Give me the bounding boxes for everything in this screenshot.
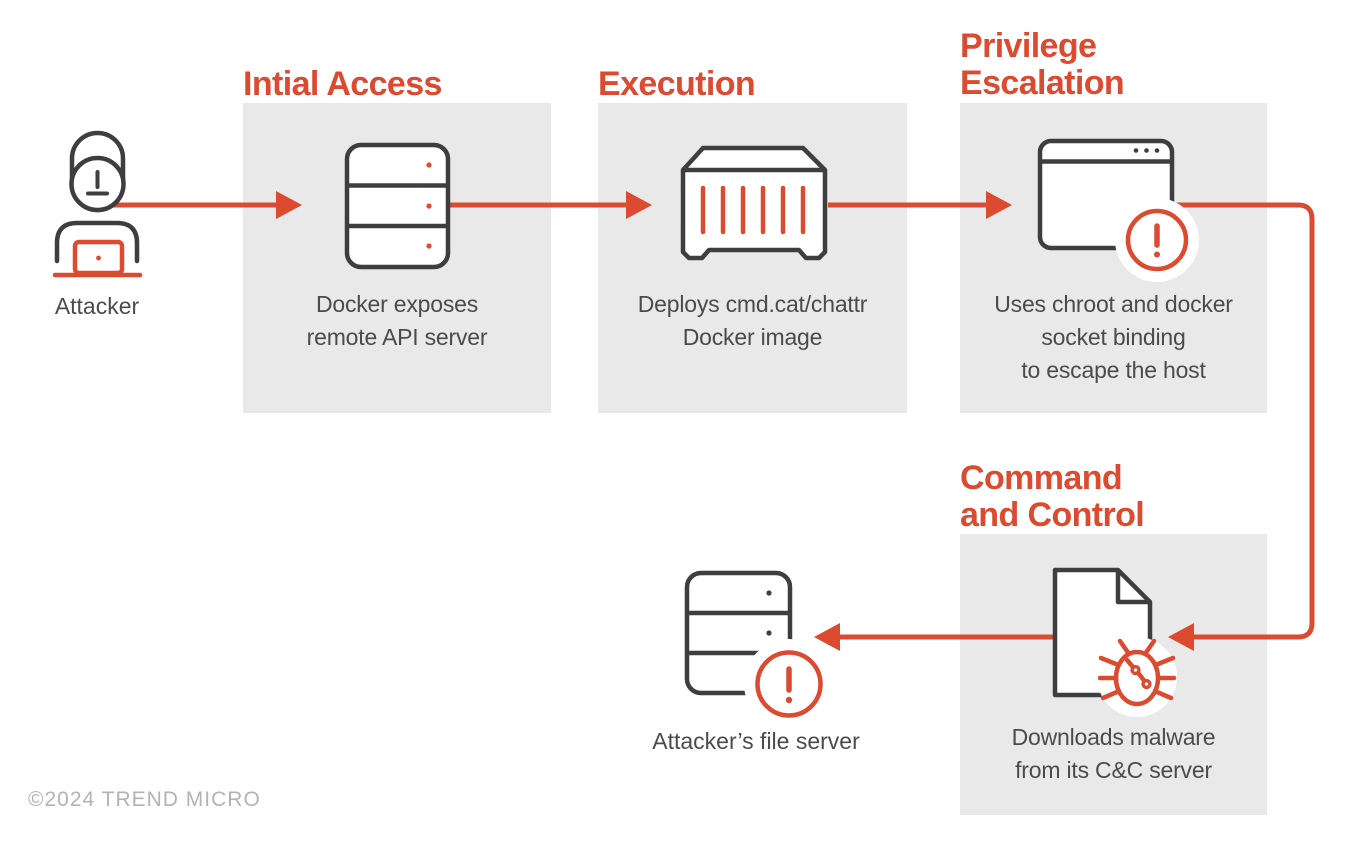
bug-icon — [1097, 638, 1177, 707]
heading-line: Privilege — [960, 27, 1097, 65]
description-line: socket binding — [1041, 324, 1186, 350]
step-heading-command-and-control: Command and Control — [960, 459, 1145, 534]
heading-line: Command — [960, 459, 1123, 497]
step-description-initial-access: Docker exposes remote API server — [243, 288, 551, 354]
description-line: remote API server — [306, 324, 488, 350]
description-line: Deploys cmd.cat/chattr — [637, 291, 868, 317]
attacker-label: Attacker — [54, 293, 140, 319]
file-server-label: Attacker’s file server — [652, 728, 860, 754]
step-description-privilege-escalation: Uses chroot and docker socket binding to… — [960, 288, 1267, 387]
copyright-text: ©2024 TREND MICRO — [28, 788, 261, 811]
heading-line: Escalation — [960, 64, 1125, 102]
arrow-execution-to-privilege-escalation — [828, 191, 1012, 219]
description-line: Docker image — [682, 324, 823, 350]
shipping-container-icon — [680, 145, 828, 261]
heading-line: Intial Access — [243, 65, 442, 103]
description-line: Uses chroot and docker — [994, 291, 1233, 317]
malware-document-icon — [1052, 567, 1177, 717]
description-line: Docker exposes — [315, 291, 479, 317]
browser-window-alert-icon — [1037, 138, 1199, 282]
alert-badge-icon — [744, 639, 834, 729]
file-server-alert-icon — [684, 570, 834, 729]
alert-badge-icon — [1115, 198, 1199, 282]
arrow-attacker-to-initial-access — [112, 191, 302, 219]
description-line: Downloads malware — [1011, 724, 1216, 750]
arrow-initial-access-to-execution — [448, 191, 652, 219]
step-heading-privilege-escalation: Privilege Escalation — [960, 27, 1125, 102]
server-icon — [344, 142, 451, 270]
step-description-execution: Deploys cmd.cat/chattr Docker image — [598, 288, 907, 354]
heading-line: and Control — [960, 496, 1145, 534]
description-line: from its C&C server — [1015, 757, 1212, 783]
description-line: to escape the host — [1021, 357, 1206, 383]
heading-line: Execution — [598, 65, 756, 103]
step-description-command-and-control: Downloads malware from its C&C server — [960, 721, 1267, 787]
arrow-privilege-escalation-to-command-and-control — [1168, 202, 1315, 651]
attacker-icon — [52, 130, 143, 278]
step-heading-execution: Execution — [598, 65, 756, 103]
step-heading-initial-access: Intial Access — [243, 66, 442, 103]
